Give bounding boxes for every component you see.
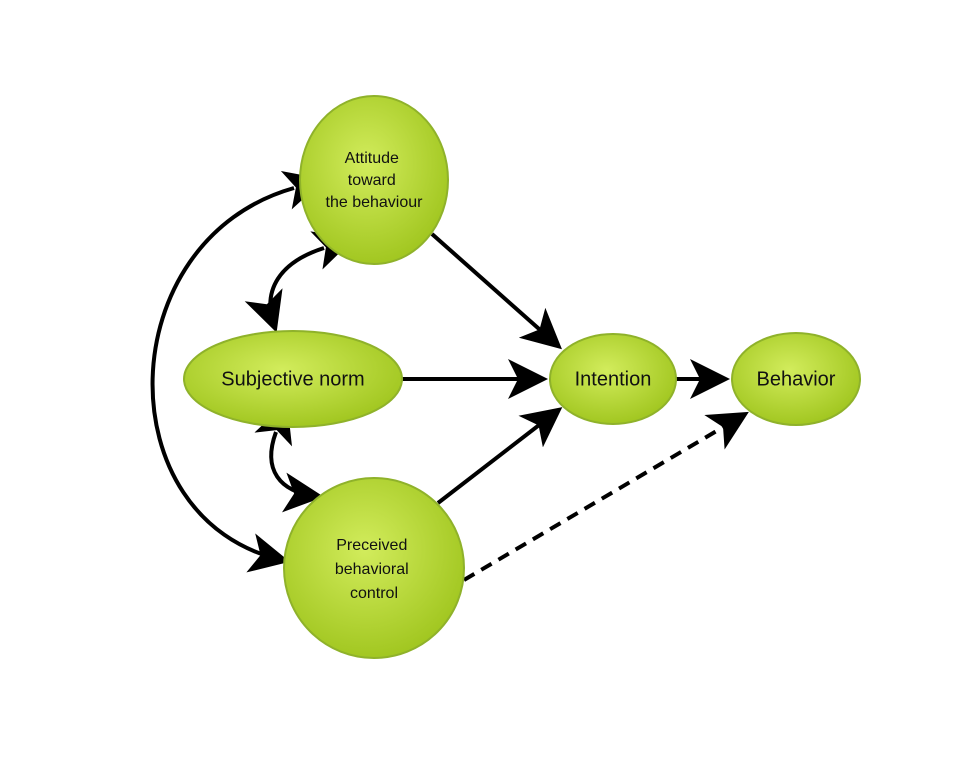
node-attitude-line-3: the behaviour (326, 194, 424, 211)
node-intention: Intention (549, 333, 677, 425)
node-pbc-line-1: Preceived (336, 537, 407, 554)
edges (150, 170, 749, 582)
node-intention-shape (549, 333, 677, 425)
node-behavior-label: Behavior (757, 368, 836, 390)
node-subjective-norm-label: Subjective norm (221, 368, 364, 390)
edge-attitude-pbc-correlation (150, 170, 325, 573)
node-subjective-norm: Subjective norm (183, 330, 403, 428)
node-behavior: Behavior (731, 332, 861, 426)
node-attitude-shape (299, 95, 449, 265)
node-attitude: Attitude toward the behaviour (299, 95, 449, 265)
svg-text:Preceived behavioral: Preceived behavioral control (335, 537, 413, 602)
node-subjective-norm-shape (183, 330, 403, 428)
node-attitude-line-1: Attitude (345, 150, 399, 167)
svg-text:Attitude toward th: Attitude toward the behaviour (326, 150, 424, 211)
node-behavior-shape (731, 332, 861, 426)
node-intention-label: Intention (575, 368, 652, 390)
edge-attitude-to-intention (430, 232, 562, 350)
edge-pbc-to-intention (436, 407, 563, 505)
node-attitude-line-2: toward (348, 172, 396, 189)
edge-pbc-to-behavior-dashed (462, 411, 749, 582)
node-pbc-line-3: control (350, 585, 398, 602)
node-pbc: Preceived behavioral control (283, 477, 465, 659)
node-pbc-line-2: behavioral (335, 561, 409, 578)
edge-attitude-subjective-norm-correlation (244, 231, 355, 333)
edge-subjective-norm-pbc-correlation (254, 401, 324, 513)
node-pbc-shape (283, 477, 465, 659)
